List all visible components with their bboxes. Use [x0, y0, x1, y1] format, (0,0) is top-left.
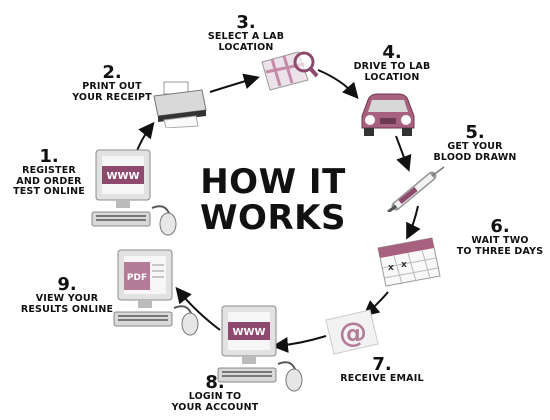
step-4-label: 4. DRIVE TO LAB LOCATION: [340, 44, 444, 83]
step-6-line-2: TO THREE DAYS: [456, 245, 544, 257]
arrow-8-to-9: [175, 286, 221, 331]
arrow-5-to-6: [406, 205, 421, 240]
arrow-7-to-8: [272, 335, 327, 353]
computer-www-icon: WWW: [91, 149, 177, 236]
arrow-2-to-3: [209, 73, 260, 93]
step-2-line-2: YOUR RECEIPT: [72, 91, 152, 103]
center-title-line-2: WORKS: [200, 198, 346, 238]
step-4-line-1: DRIVE TO LAB: [353, 61, 431, 72]
car-icon: [361, 93, 415, 136]
step-4-number: 4.: [382, 42, 402, 63]
arrow-4-to-5: [395, 135, 412, 172]
step-2-line-1: PRINT OUT: [82, 81, 142, 92]
step-3-line-2: LOCATION: [218, 41, 274, 53]
step-7-number: 7.: [372, 354, 392, 375]
step-3-number: 3.: [236, 12, 256, 33]
step-2-number: 2.: [102, 62, 122, 83]
step-1-line-2: AND ORDER: [16, 175, 82, 187]
step-9-number: 9.: [57, 274, 77, 295]
step-3-label: 3. SELECT A LAB LOCATION: [196, 14, 296, 53]
email-at-icon: @: [325, 309, 379, 355]
step-7-label: 7. RECEIVE EMAIL: [334, 356, 430, 385]
svg-text:@: @: [339, 316, 367, 349]
calendar-icon: x x: [377, 237, 441, 287]
step-1-line-1: REGISTER: [22, 165, 76, 176]
svg-text:WWW: WWW: [232, 327, 265, 338]
step-9-line-1: VIEW YOUR: [35, 293, 99, 304]
step-9-label: 9. VIEW YOUR RESULTS ONLINE: [12, 276, 122, 315]
step-7-line-1: RECEIVE EMAIL: [340, 373, 424, 384]
step-5-line-2: BLOOD DRAWN: [433, 151, 517, 163]
step-5-number: 5.: [465, 122, 485, 143]
step-2-label: 2. PRINT OUT YOUR RECEIPT: [62, 64, 162, 103]
center-title-line-1: HOW IT: [200, 162, 346, 202]
svg-text:WWW: WWW: [106, 171, 139, 182]
step-6-line-1: WAIT TWO: [471, 235, 529, 246]
map-magnifier-icon: [261, 51, 319, 91]
step-3-line-1: SELECT A LAB: [207, 31, 285, 42]
step-1-number: 1.: [39, 146, 59, 167]
step-8-line-1: LOGIN TO: [188, 391, 242, 402]
syringe-icon: [387, 166, 445, 212]
svg-text:x: x: [388, 263, 394, 273]
computer-pdf-icon: PDF: [113, 249, 199, 336]
step-5-label: 5. GET YOUR BLOOD DRAWN: [418, 124, 532, 163]
step-6-label: 6. WAIT TWO TO THREE DAYS: [450, 218, 550, 257]
svg-text:PDF: PDF: [127, 273, 147, 283]
svg-text:x: x: [401, 260, 407, 270]
step-6-number: 6.: [490, 216, 510, 237]
step-1-line-3: TEST ONLINE: [13, 186, 85, 197]
arrow-3-to-4: [317, 69, 359, 100]
step-8-line-2: YOUR ACCOUNT: [171, 401, 259, 413]
center-title: HOW IT WORKS: [188, 164, 358, 236]
step-5-line-1: GET YOUR: [447, 141, 503, 152]
step-9-line-2: RESULTS ONLINE: [20, 303, 114, 315]
computer-www-icon: WWW: [217, 305, 303, 392]
printer-icon: [153, 81, 207, 128]
step-1-label: 1. REGISTER AND ORDER TEST ONLINE: [6, 148, 92, 198]
step-4-line-2: LOCATION: [364, 71, 420, 83]
